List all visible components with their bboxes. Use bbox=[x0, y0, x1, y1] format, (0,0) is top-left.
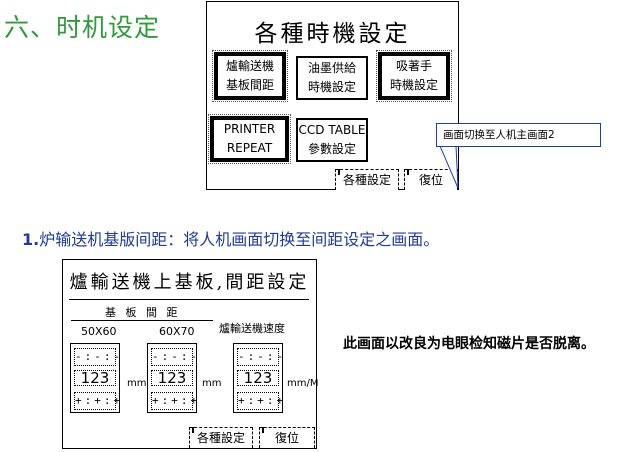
step-text: 炉输送机基版间距：将人机画面切换至间距设定之画面。 bbox=[39, 230, 440, 249]
callout-note: 画面切换至人机主画面2 bbox=[436, 123, 601, 147]
pitch-value-field[interactable]: 123 bbox=[74, 370, 116, 386]
button-label-line2: 基板間距 bbox=[225, 78, 274, 92]
step-description: 1.炉输送机基版间距：将人机画面切换至间距设定之画面。 bbox=[22, 226, 439, 250]
button-label-line1: 油墨供給 bbox=[307, 61, 356, 75]
conveyor-speed-label: 爐輸送機速度 bbox=[219, 322, 285, 335]
screen-title: 各種時機設定 bbox=[254, 21, 411, 47]
decrement-digits[interactable]: -:-:- bbox=[74, 348, 120, 366]
reset-tab-label: 復位 bbox=[418, 172, 443, 187]
section-underline bbox=[71, 320, 213, 321]
unit-label: mm bbox=[127, 378, 147, 389]
decrement-digits[interactable]: -:-:- bbox=[237, 348, 283, 366]
button-label-line2: REPEAT bbox=[226, 141, 273, 155]
improvement-note: 此画面以改良为电眼检知磁片是否脱离。 bbox=[343, 336, 595, 352]
ink-supply-timing-button[interactable]: 油墨供給 時機設定 bbox=[296, 56, 368, 100]
unit-label: mm bbox=[202, 378, 222, 389]
printer-repeat-button[interactable]: PRINTER REPEAT bbox=[208, 114, 291, 164]
pitch-setter-60x70: -:-:- 123 +:+:+ bbox=[147, 343, 197, 413]
speed-value-field[interactable]: 123 bbox=[237, 370, 279, 386]
decrement-digits[interactable]: -:-:- bbox=[151, 348, 197, 366]
button-label-line1: CCD TABLE bbox=[298, 123, 366, 137]
column-header-50x60: 50X60 bbox=[81, 325, 117, 338]
screen-title: 爐輸送機上基板,間距設定 bbox=[69, 272, 310, 293]
button-label-line2: 時機設定 bbox=[389, 78, 438, 92]
settings-tab[interactable]: 各種設定 bbox=[189, 427, 253, 448]
button-label-line2: 時機設定 bbox=[307, 80, 356, 94]
settings-tab[interactable]: 各種設定 bbox=[335, 169, 399, 190]
section-heading: 六、时机设定 bbox=[4, 13, 161, 42]
suction-hand-timing-button[interactable]: 吸著手 時機設定 bbox=[376, 50, 452, 102]
unit-label: mm/M bbox=[287, 378, 319, 389]
pitch-section-label: 基 板 間 距 bbox=[105, 306, 181, 319]
increment-digits[interactable]: +:+:+ bbox=[74, 392, 120, 410]
oven-conveyor-pitch-button[interactable]: 爐輸送機 基板間距 bbox=[212, 50, 288, 102]
tab-marker bbox=[192, 427, 194, 433]
button-label-line1: 吸著手 bbox=[395, 59, 432, 73]
column-header-60x70: 60X70 bbox=[159, 325, 195, 338]
pitch-value-field[interactable]: 123 bbox=[151, 370, 193, 386]
pitch-setting-screen: 爐輸送機上基板,間距設定 基 板 間 距 爐輸送機速度 50X60 60X70 … bbox=[62, 259, 319, 449]
timing-settings-screen: 各種時機設定 爐輸送機 基板間距 油墨供給 時機設定 吸著手 時機設定 PRIN… bbox=[206, 1, 459, 190]
tab-marker bbox=[262, 427, 264, 433]
title-divider bbox=[69, 299, 309, 300]
settings-tab-label: 各種設定 bbox=[342, 172, 391, 187]
reset-tab-label: 復位 bbox=[274, 430, 299, 445]
callout-pointer bbox=[440, 146, 459, 189]
increment-digits[interactable]: +:+:+ bbox=[237, 392, 283, 410]
button-label-line1: 爐輸送機 bbox=[225, 59, 274, 73]
settings-tab-label: 各種設定 bbox=[196, 430, 245, 445]
conveyor-speed-setter: -:-:- 123 +:+:+ bbox=[233, 343, 283, 413]
button-label-line2: 參數設定 bbox=[307, 142, 356, 156]
reset-tab[interactable]: 復位 bbox=[259, 427, 315, 448]
tab-marker bbox=[407, 169, 409, 175]
pitch-setter-50x60: -:-:- 123 +:+:+ bbox=[70, 343, 120, 413]
increment-digits[interactable]: +:+:+ bbox=[151, 392, 197, 410]
button-label-line1: PRINTER bbox=[223, 122, 276, 136]
ccd-table-params-button[interactable]: CCD TABLE 參數設定 bbox=[296, 118, 368, 162]
step-number: 1. bbox=[22, 230, 40, 249]
tab-marker bbox=[338, 169, 340, 175]
